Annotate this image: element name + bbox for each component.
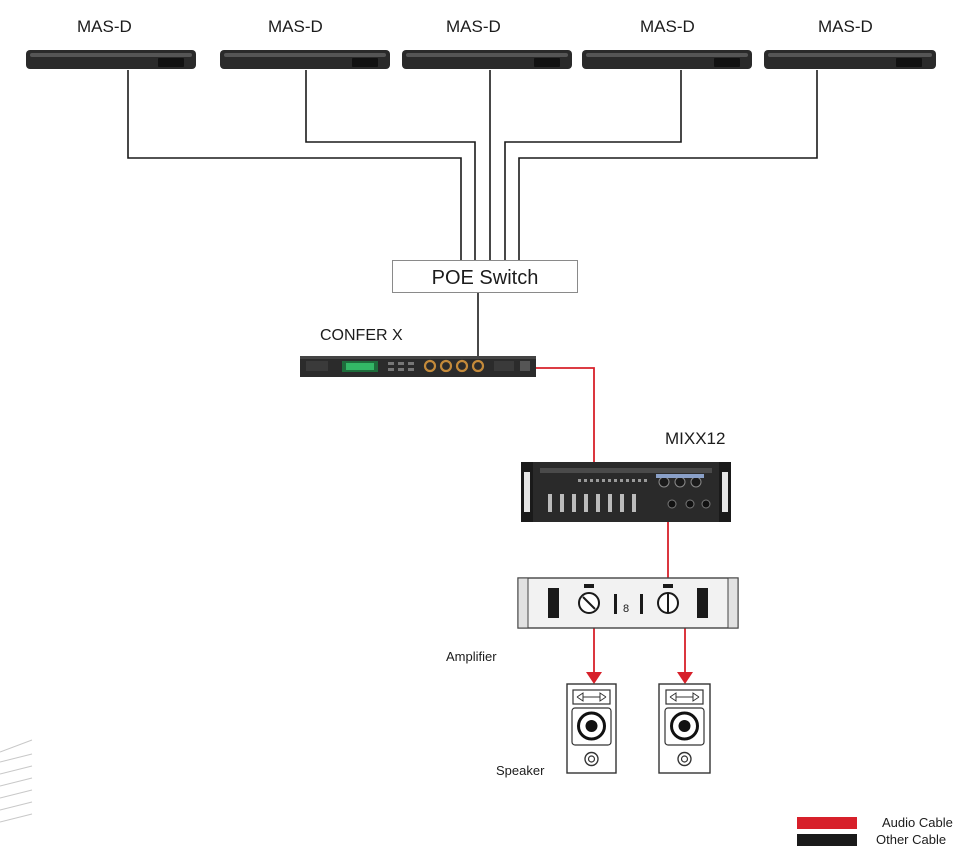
mixx12-device [521,462,731,522]
amplifier-label: Amplifier [446,649,497,664]
amplifier-panel-mark: 8 [623,603,630,615]
mixx12-label: MIXX12 [665,429,726,448]
microphone-2 [220,50,390,69]
audio-arrows [586,672,693,684]
poe-switch-label: POE Switch [431,267,539,289]
legend-audio-swatch [797,817,857,829]
confer-x-label: CONFER X [320,327,403,344]
audio-cables [535,367,686,676]
microphone-1-label: MAS-D [77,17,132,36]
microphone-1 [26,50,196,69]
microphone-3-label: MAS-D [446,17,501,36]
legend-other-swatch [797,834,857,846]
arrow-down-icon [677,672,693,684]
microphone-4-label: MAS-D [640,17,695,36]
poe-switch: POE Switch [392,260,578,293]
other-cables [127,70,818,357]
microphone-5-label: MAS-D [818,17,873,36]
arrow-down-icon [586,672,602,684]
microphone-5 [764,50,936,69]
speaker-2 [658,683,711,774]
cable-mic-4 [504,70,682,260]
cable-mic-2 [305,70,476,260]
cable-confer-to-mixer [535,367,595,466]
microphone-3 [402,50,572,69]
speaker-label: Speaker [496,763,545,778]
confer-x-device [300,356,536,377]
legend-audio-label: Audio Cable [882,815,953,830]
microphone-units [26,50,936,69]
cable-mic-5 [518,70,818,260]
legend-other-label: Other Cable [876,832,947,847]
microphone-2-label: MAS-D [268,17,323,36]
decorative-corner-lines [0,739,33,823]
amplifier-device [517,577,739,629]
microphone-4 [582,50,752,69]
speaker-1 [566,683,617,774]
cable-mic-1 [127,70,462,260]
